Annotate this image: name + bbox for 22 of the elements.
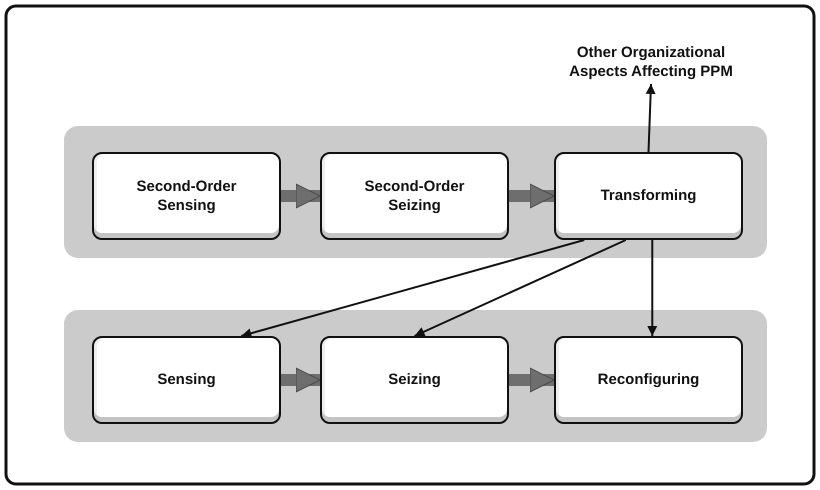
annotation-text: Other Organizational Aspects Affecting PPM [548, 40, 754, 84]
process-box [92, 336, 281, 424]
process-box [320, 152, 509, 240]
box-label: Transforming [600, 186, 698, 206]
block-arrow [509, 184, 554, 208]
arrow [241, 239, 584, 338]
process-box [554, 336, 743, 424]
box-label: Seizing [387, 370, 442, 390]
arrow [647, 240, 658, 336]
process-box [92, 152, 281, 240]
box-label: Reconfiguring [596, 370, 700, 390]
box-label: Second-Order Seizing [363, 176, 466, 216]
process-box [320, 336, 509, 424]
box-label: Second-Order Sensing [135, 176, 238, 216]
block-arrow [281, 368, 320, 392]
box-label: Sensing [156, 370, 217, 390]
arrow [646, 84, 656, 152]
group-band [64, 310, 767, 442]
process-box [554, 152, 743, 240]
block-arrow [281, 184, 320, 208]
block-arrow [509, 368, 554, 392]
group-band [64, 126, 767, 258]
